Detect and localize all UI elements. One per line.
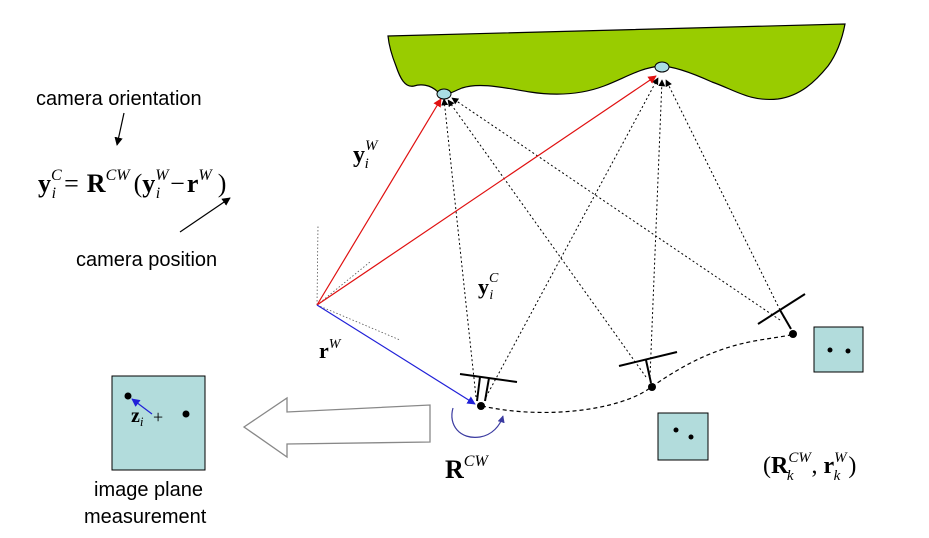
camera-1	[459, 373, 518, 410]
vector-world-to-feature1	[316, 98, 442, 306]
image-plane-label-line2: measurement	[84, 506, 207, 528]
world-axis-diagonal	[316, 261, 371, 306]
ray-cam2-feature2	[649, 79, 666, 378]
camera-2	[618, 351, 678, 391]
camera-3-stem	[779, 309, 792, 330]
world-axis-horizontal	[316, 304, 401, 341]
camera-position-pointer	[179, 197, 231, 233]
rW-label: rW	[319, 337, 342, 363]
feature-marker-1	[436, 88, 452, 100]
camera-1-stem-right	[484, 377, 490, 402]
observation-rays	[441, 77, 785, 398]
camera-trajectory	[481, 333, 795, 414]
camera-2-center	[648, 383, 656, 391]
camera-3-image-plane	[757, 293, 806, 325]
image-point	[688, 434, 694, 440]
image-point-second	[182, 410, 190, 418]
image-plane-box-camera2	[657, 412, 709, 461]
hollow-arrow-left	[242, 396, 431, 459]
image-plane-measurement-box	[111, 375, 206, 471]
rotation-arc	[451, 407, 505, 438]
camera-1-stem-left	[476, 376, 481, 402]
world-axis-vertical	[316, 224, 319, 306]
measurement-vector	[131, 398, 153, 415]
ray-cam2-feature1	[447, 99, 647, 378]
ray-cam1-feature1	[441, 98, 477, 398]
camera-3	[757, 293, 806, 338]
world-frame-axes	[316, 224, 401, 341]
camera-3-center	[789, 330, 797, 338]
camera-1-center	[477, 402, 485, 410]
camera-2-image-plane	[618, 351, 678, 367]
ray-cam3-feature2	[665, 79, 785, 319]
image-point	[845, 348, 851, 354]
ray-cam3-feature1	[451, 97, 781, 321]
ray-cam1-feature2	[485, 77, 659, 398]
image-point-observed	[124, 392, 132, 400]
vector-camera-position	[316, 304, 476, 405]
image-point	[827, 347, 833, 353]
zi-label: zi	[131, 405, 144, 429]
terrain-surface	[387, 23, 846, 101]
image-plane-label-line1: image plane	[94, 479, 203, 501]
RCW-label: RCW	[445, 453, 489, 484]
vector-world-to-feature2	[316, 75, 657, 306]
camera-orientation-label: camera orientation	[36, 88, 202, 110]
camera-orientation-pointer	[114, 112, 125, 146]
image-plane-box-camera3	[813, 326, 864, 373]
camera-2-stem	[645, 359, 652, 384]
camera-position-label: camera position	[76, 249, 217, 271]
predicted-point-plus: +	[153, 407, 163, 427]
feature-marker-2	[654, 61, 670, 73]
image-point	[673, 427, 679, 433]
